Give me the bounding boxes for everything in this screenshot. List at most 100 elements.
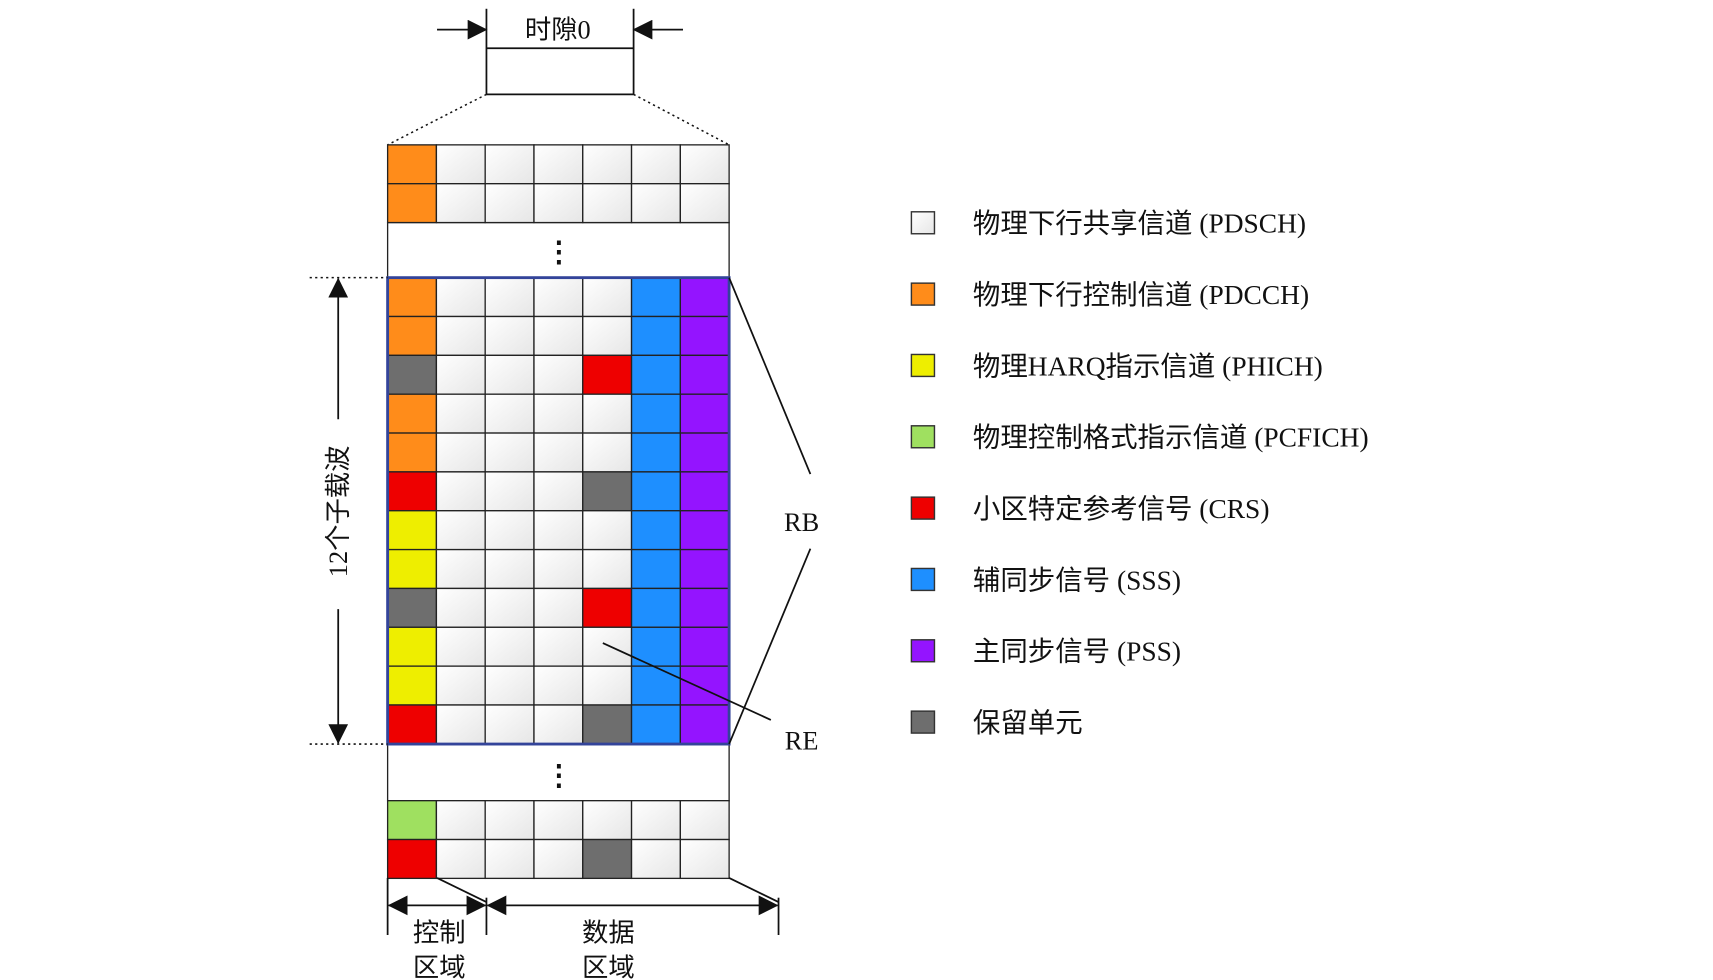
top-cell-pdsch — [484, 183, 535, 224]
rb-cell-sss — [630, 315, 681, 357]
legend-label-pdcch: 物理下行控制信道 (PDCCH) — [973, 280, 1309, 310]
rb-cell-pdsch — [435, 471, 486, 512]
resource-grid — [386, 144, 730, 880]
rb-cell-pdsch — [484, 315, 535, 357]
data-region-label-line2: 区域 — [582, 954, 635, 980]
rb-cell-pdsch — [435, 548, 486, 590]
bottom-cell-pdsch — [484, 838, 535, 880]
legend-label-sss: 辅同步信号 (SSS) — [973, 565, 1181, 595]
lower-ellipsis: ⋮ — [545, 761, 574, 792]
region-dimensions: 控制 区域 数据 区域 — [386, 877, 780, 980]
rb-cell-pdsch — [582, 276, 633, 318]
re-label: RE — [785, 727, 819, 756]
control-region-label-line1: 控制 — [413, 919, 466, 948]
top-cell-pdsch — [630, 144, 681, 185]
subcarrier-label: 12个子载波 — [324, 446, 353, 578]
rb-cell-pss — [679, 276, 730, 318]
data-region-label-line1: 数据 — [582, 919, 635, 948]
bottom-cell-reserved — [582, 838, 633, 880]
rb-cell-pdsch — [435, 276, 486, 318]
legend-item-sss: 辅同步信号 (SSS) — [910, 565, 1181, 595]
rb-cell-pdsch — [582, 432, 633, 473]
upper-ellipsis: ⋮ — [545, 237, 574, 268]
legend-swatch-crs — [910, 496, 936, 520]
rb-cell-pdsch — [533, 276, 584, 318]
legend-item-pdcch: 物理下行控制信道 (PDCCH) — [910, 280, 1309, 310]
rb-cell-pdcch — [386, 315, 438, 357]
rb-cell-sss — [630, 276, 681, 318]
callouts: RB RE — [602, 277, 819, 756]
rb-cell-pdsch — [484, 665, 535, 706]
legend-swatch-pss — [910, 639, 936, 663]
rb-cell-pss — [679, 510, 730, 551]
legend-swatch-pcfich — [910, 425, 936, 449]
rb-cell-pdsch — [533, 432, 584, 473]
rb-cell-pdsch — [435, 432, 486, 473]
rb-cell-pdsch — [435, 704, 486, 745]
legend-label-phich: 物理HARQ指示信道 (PHICH) — [973, 351, 1323, 381]
bottom-cell-pdsch — [582, 800, 633, 841]
rb-cell-sss — [630, 704, 681, 745]
legend-swatch-reserved — [910, 710, 936, 734]
rb-cell-pdsch — [582, 315, 633, 357]
rb-cell-crs — [582, 587, 633, 628]
rb-cell-pdsch — [533, 587, 584, 628]
bottom-cell-pdsch — [533, 838, 584, 880]
bottom-cell-pdsch — [484, 800, 535, 841]
rb-cell-pdsch — [435, 626, 486, 667]
legend: 物理下行共享信道 (PDSCH) 物理下行控制信道 (PDCCH) 物理HARQ指示… — [910, 209, 1369, 738]
bottom-cell-pdsch — [679, 800, 730, 841]
rb-cell-sss — [630, 665, 681, 706]
rb-cell-phich — [386, 510, 438, 551]
rb-cell-pdsch — [435, 354, 486, 395]
rb-cell-pss — [679, 665, 730, 706]
ellipsis-bands: ⋮ ⋮ — [386, 221, 730, 802]
bottom-cell-crs — [386, 838, 438, 880]
rb-cell-pss — [679, 704, 730, 745]
top-cell-pdsch — [435, 183, 486, 224]
rb-cell-pdcch — [386, 276, 438, 318]
rb-cell-reserved — [582, 471, 633, 512]
bottom-cell-pdsch — [679, 838, 730, 880]
slot-label: 时隙0 — [525, 15, 591, 44]
rb-cell-pss — [679, 393, 730, 434]
legend-item-pdsch: 物理下行共享信道 (PDSCH) — [910, 209, 1306, 239]
rb-cell-pdsch — [435, 315, 486, 357]
top-cell-pdcch — [386, 144, 438, 185]
rb-cell-pss — [679, 548, 730, 590]
rb-cell-pdsch — [582, 626, 633, 667]
rb-cell-pdsch — [484, 548, 535, 590]
rb-cell-pdsch — [533, 393, 584, 434]
rb-cell-pdsch — [435, 510, 486, 551]
legend-item-phich: 物理HARQ指示信道 (PHICH) — [910, 351, 1323, 381]
rb-cell-pdsch — [533, 354, 584, 395]
rb-cell-phich — [386, 548, 438, 590]
bottom-cell-pdsch — [435, 800, 486, 841]
rb-label: RB — [784, 508, 819, 537]
legend-label-crs: 小区特定参考信号 (CRS) — [973, 494, 1270, 524]
rb-cell-sss — [630, 354, 681, 395]
rb-cell-pdcch — [386, 393, 438, 434]
rb-cell-crs — [386, 704, 438, 745]
rb-cell-pss — [679, 587, 730, 628]
rb-cell-pdsch — [582, 548, 633, 590]
rb-cell-pdsch — [484, 626, 535, 667]
top-cell-pdsch — [533, 183, 584, 224]
rb-cell-reserved — [386, 354, 438, 395]
rb-cell-pdsch — [484, 471, 535, 512]
top-cell-pdsch — [484, 144, 535, 185]
legend-label-pss: 主同步信号 (PSS) — [973, 637, 1181, 667]
bottom-cell-pdsch — [533, 800, 584, 841]
legend-item-reserved: 保留单元 — [910, 708, 1083, 738]
rb-cell-pdsch — [533, 510, 584, 551]
top-cell-pdsch — [582, 144, 633, 185]
rb-cell-pdsch — [484, 432, 535, 473]
top-cell-pdsch — [582, 183, 633, 224]
bottom-cell-pdsch — [630, 838, 681, 880]
rb-cell-reserved — [582, 704, 633, 745]
bottom-cell-pcfich — [386, 800, 438, 841]
rb-cell-pdsch — [435, 665, 486, 706]
top-cell-pdsch — [435, 144, 486, 185]
rb-cell-sss — [630, 393, 681, 434]
legend-label-pcfich: 物理控制格式指示信道 (PCFICH) — [973, 423, 1369, 453]
